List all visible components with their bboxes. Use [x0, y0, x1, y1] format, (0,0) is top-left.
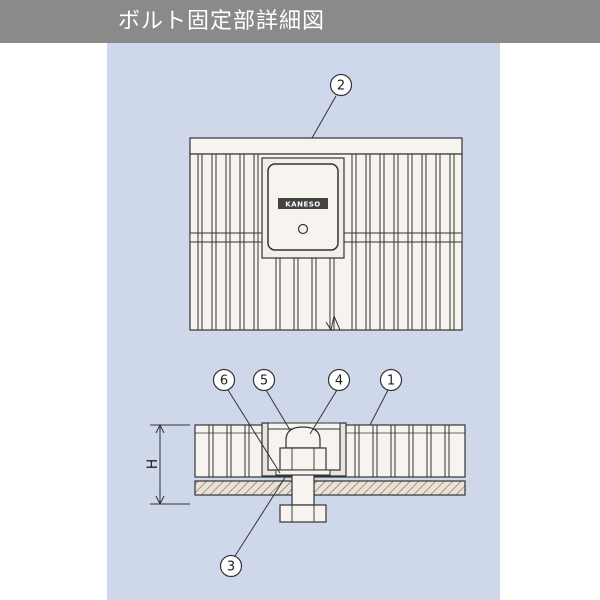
section-grating-body — [194, 424, 466, 478]
brand-label-bg — [278, 198, 328, 209]
callout-6-text: 6 — [220, 374, 228, 389]
break-mark — [325, 314, 341, 332]
bolt-shank — [291, 474, 315, 506]
callout-4-leader — [309, 389, 338, 435]
callout-2-circle — [329, 73, 353, 97]
plan-top-frame — [189, 137, 463, 155]
callout-5-circle — [252, 368, 276, 392]
callout-5-leader — [265, 389, 291, 431]
section-view: H 1 4 5 6 3 — [145, 368, 466, 578]
callout-4-circle — [327, 368, 351, 392]
dimension-h-label: H — [145, 459, 161, 470]
plan-bearing-bars-center — [275, 258, 335, 330]
plan-view: KANESO 2 — [189, 73, 463, 332]
section-bars-right — [354, 425, 450, 477]
bolt-head — [279, 504, 327, 523]
cap-nut-hex — [279, 447, 327, 471]
callout-2-text: 2 — [337, 79, 345, 94]
dimension-h — [150, 423, 190, 506]
brand-label: KANESO — [285, 201, 320, 209]
support-beam — [194, 480, 466, 496]
bolt-hole — [297, 223, 309, 235]
callout-1-leader — [369, 389, 389, 426]
cap-nut-dome — [285, 426, 321, 449]
callout-6-circle — [212, 368, 236, 392]
callout-1-circle — [379, 368, 403, 392]
callout-6-leader — [227, 389, 281, 474]
section-bars-left — [208, 425, 250, 477]
callout-1-text: 1 — [387, 374, 395, 389]
callout-2-leader — [311, 95, 337, 139]
callout-5-text: 5 — [260, 374, 268, 389]
callout-3-circle — [219, 554, 243, 578]
washer — [275, 469, 331, 476]
callout-4-text: 4 — [335, 374, 343, 389]
plan-bearing-bars-left — [197, 154, 259, 330]
callout-3-leader — [234, 475, 287, 557]
page-title: ボルト固定部詳細図 — [0, 0, 600, 43]
plan-bearing-bars-right — [351, 154, 455, 330]
callout-3-text: 3 — [227, 560, 235, 575]
